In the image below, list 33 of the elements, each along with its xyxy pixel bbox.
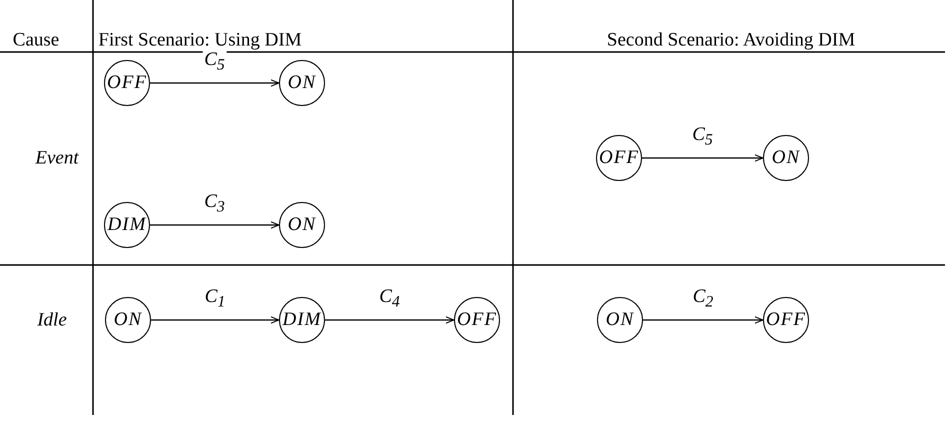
state-circle [104, 60, 150, 106]
state-circle [597, 297, 643, 343]
state-circle [279, 60, 325, 106]
arrow [642, 154, 764, 162]
state-circle [279, 297, 325, 343]
state-circle [105, 297, 151, 343]
state-name: OFF [107, 72, 147, 94]
state-name: DIM [282, 309, 322, 331]
arrow [150, 79, 280, 87]
state-circle [104, 202, 150, 248]
state-name: OFF [599, 147, 639, 169]
state-name: ON [114, 309, 142, 331]
row-header: Event [35, 148, 79, 168]
arrow [643, 316, 764, 324]
arrow [325, 316, 455, 324]
column-header: Cause [12, 30, 60, 50]
state-name: ON [288, 72, 316, 94]
state-circle [454, 297, 500, 343]
column-header: Second Scenario: Avoiding DIM [606, 30, 856, 50]
state-name: ON [288, 214, 316, 236]
state-circle [596, 135, 642, 181]
row-header: Idle [37, 310, 67, 330]
state-name: OFF [457, 309, 497, 331]
state-circle [279, 202, 325, 248]
state-name: ON [772, 147, 800, 169]
column-header: First Scenario: Using DIM [98, 30, 302, 50]
state-name: OFF [766, 309, 806, 331]
arrow [151, 316, 280, 324]
state-name: ON [606, 309, 634, 331]
arrow [150, 221, 280, 229]
state-circle [763, 135, 809, 181]
state-name: DIM [108, 214, 146, 236]
state-circle [763, 297, 809, 343]
